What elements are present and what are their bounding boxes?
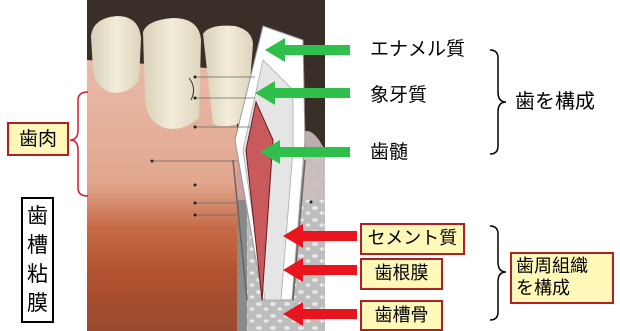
alveolar-bone-label: 歯槽骨 xyxy=(360,300,443,331)
tooth-group-brace xyxy=(490,50,506,154)
dentin-label: 象牙質 xyxy=(370,86,427,105)
mucosa-char-1: 歯 xyxy=(27,206,48,227)
left-brace-gingiva xyxy=(70,92,88,196)
cementum-arrow xyxy=(283,224,357,248)
alveolar-bone-arrow xyxy=(283,302,357,326)
ligament-label: 歯根膜 xyxy=(360,258,443,290)
enamel-arrow xyxy=(265,38,350,62)
mucosa-char-4: 膜 xyxy=(27,293,48,314)
alveolar-mucosa-label: 歯 槽 粘 膜 xyxy=(21,197,54,323)
mucosa-char-3: 粘 xyxy=(27,264,48,285)
gingiva-label: 歯肉 xyxy=(7,122,69,156)
red-arrows xyxy=(283,224,357,326)
ligament-arrow xyxy=(283,258,357,282)
pulp-arrow xyxy=(260,140,350,164)
pulp-label: 歯髄 xyxy=(370,143,408,162)
tooth-group-label: 歯を構成 xyxy=(515,91,595,111)
enamel-label: エナメル質 xyxy=(370,40,465,59)
periodontal-group-label: 歯周組織 を構成 xyxy=(510,252,614,304)
dentin-arrow xyxy=(255,81,350,105)
periodontal-group-brace xyxy=(490,226,506,320)
cementum-label: セメント質 xyxy=(360,223,465,255)
mucosa-char-2: 槽 xyxy=(27,235,48,256)
green-arrows xyxy=(255,38,350,164)
